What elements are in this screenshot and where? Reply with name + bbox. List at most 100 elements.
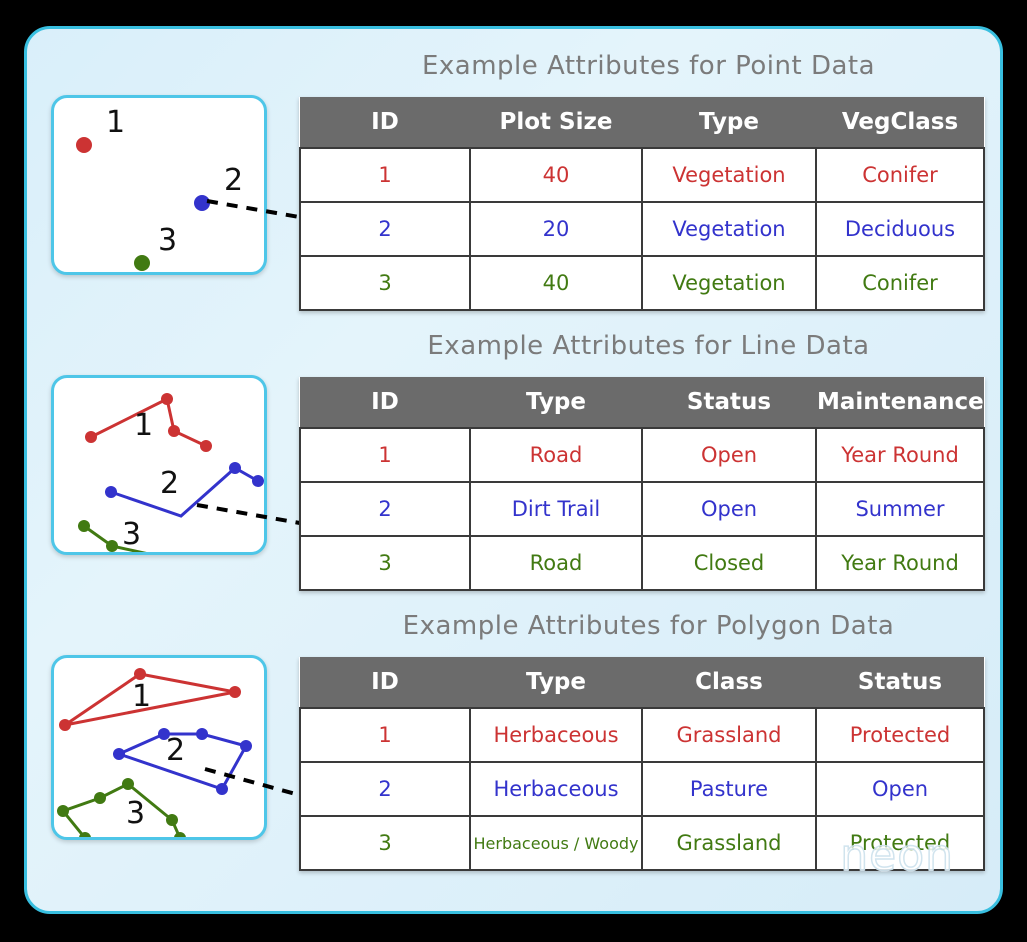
vertex <box>240 740 252 752</box>
cell-id: 1 <box>299 707 471 763</box>
column-header[interactable]: Type <box>642 97 816 148</box>
table-header-row: ID Plot Size Type VegClass <box>300 97 984 148</box>
column-header[interactable]: ID <box>300 97 470 148</box>
line-label-2: 2 <box>160 466 179 501</box>
cell-class: Grassland <box>641 707 817 763</box>
cell-id: 2 <box>299 481 471 537</box>
vertex <box>105 486 117 498</box>
table-row[interactable]: 3 40 Vegetation Conifer <box>299 255 985 311</box>
cell-type: Vegetation <box>641 255 817 311</box>
cell-type: Herbaceous / Woody <box>469 815 643 871</box>
point-geometry-svg: 1 2 3 <box>76 105 243 271</box>
column-header[interactable]: Status <box>816 657 984 708</box>
cell-type: Vegetation <box>641 201 817 257</box>
cell-status: Open <box>815 761 985 817</box>
cell-status: Open <box>641 427 817 483</box>
cell-status: Closed <box>641 535 817 591</box>
vertex <box>174 832 186 837</box>
table-row[interactable]: 1 Road Open Year Round <box>299 427 985 483</box>
section-title-point: Example Attributes for Point Data <box>421 51 876 81</box>
table-row[interactable]: 2 Dirt Trail Open Summer <box>299 481 985 537</box>
vertex <box>59 719 71 731</box>
vertex <box>168 425 180 437</box>
cell-type: Road <box>469 535 643 591</box>
table-row[interactable]: 3 Herbaceous / Woody Grassland Protected <box>299 815 985 871</box>
point-label-1: 1 <box>106 105 125 140</box>
point-feature-3 <box>134 255 150 271</box>
cell-class: Grassland <box>641 815 817 871</box>
table-header-row: ID Type Class Status <box>300 657 984 708</box>
table-header-row: ID Type Status Maintenance <box>300 377 984 428</box>
polygon-feature-3 <box>60 782 182 837</box>
vertex <box>229 462 241 474</box>
cell-maintenance: Summer <box>815 481 985 537</box>
point-feature-1 <box>76 137 92 153</box>
column-header[interactable]: Maintenance <box>816 377 984 428</box>
point-label-3: 3 <box>158 223 177 258</box>
vertex <box>122 778 134 790</box>
polygon-geometry-svg: 1 2 3 <box>57 668 252 837</box>
table-row[interactable]: 2 Herbaceous Pasture Open <box>299 761 985 817</box>
cell-id: 3 <box>299 535 471 591</box>
line-feature-1 <box>90 396 207 448</box>
point-data-panel: 1 2 3 <box>51 95 267 275</box>
polygon-attribute-table: ID Type Class Status 1 Herbaceous Grassl… <box>299 657 985 871</box>
table-row[interactable]: 1 Herbaceous Grassland Protected <box>299 707 985 763</box>
polygon-feature-1 <box>64 672 236 727</box>
column-header[interactable]: VegClass <box>816 97 984 148</box>
cell-maintenance: Year Round <box>815 427 985 483</box>
vertex <box>113 748 125 760</box>
cell-type: Road <box>469 427 643 483</box>
vertex <box>229 686 241 698</box>
polygon-label-2: 2 <box>166 733 185 768</box>
cell-plot-size: 40 <box>469 255 643 311</box>
table-row[interactable]: 3 Road Closed Year Round <box>299 535 985 591</box>
table-row[interactable]: 2 20 Vegetation Deciduous <box>299 201 985 257</box>
cell-class: Pasture <box>641 761 817 817</box>
cell-type: Dirt Trail <box>469 481 643 537</box>
point-label-2: 2 <box>224 163 243 198</box>
point-attribute-table: ID Plot Size Type VegClass 1 40 Vegetati… <box>299 97 985 311</box>
vertex <box>200 440 212 452</box>
line-label-3: 3 <box>122 517 141 552</box>
vertex <box>106 540 118 552</box>
cell-status: Open <box>641 481 817 537</box>
column-header[interactable]: Status <box>642 377 816 428</box>
table-row[interactable]: 1 40 Vegetation Conifer <box>299 147 985 203</box>
vertex <box>94 792 106 804</box>
polygon-data-panel: 1 2 3 <box>51 655 267 840</box>
vertex <box>85 431 97 443</box>
cell-type: Vegetation <box>641 147 817 203</box>
line-feature-2 <box>110 466 259 518</box>
cell-status: Protected <box>815 707 985 763</box>
column-header[interactable]: Plot Size <box>470 97 642 148</box>
cell-type: Herbaceous <box>469 707 643 763</box>
vertex <box>134 668 146 680</box>
line-feature-3 <box>83 524 147 552</box>
column-header[interactable]: Type <box>470 377 642 428</box>
vertex <box>252 475 264 487</box>
column-header[interactable]: Class <box>642 657 816 708</box>
cell-id: 2 <box>299 201 471 257</box>
cell-type: Herbaceous <box>469 761 643 817</box>
cell-id: 1 <box>299 147 471 203</box>
vertex <box>158 728 170 740</box>
cell-id: 1 <box>299 427 471 483</box>
cell-maintenance: Year Round <box>815 535 985 591</box>
vertex <box>196 728 208 740</box>
line-attribute-table: ID Type Status Maintenance 1 Road Open Y… <box>299 377 985 591</box>
column-header[interactable]: ID <box>300 377 470 428</box>
vertex <box>78 520 90 532</box>
vertex <box>216 783 228 795</box>
line-label-1: 1 <box>134 408 153 443</box>
neon-logo: neon <box>839 829 954 882</box>
point-feature-2 <box>194 195 210 211</box>
cell-vegclass: Conifer <box>815 147 985 203</box>
line-data-panel: 1 2 3 <box>51 375 267 555</box>
vertex <box>166 814 178 826</box>
vertex <box>57 805 69 817</box>
column-header[interactable]: Type <box>470 657 642 708</box>
column-header[interactable]: ID <box>300 657 470 708</box>
cell-status: Protected <box>815 815 985 871</box>
